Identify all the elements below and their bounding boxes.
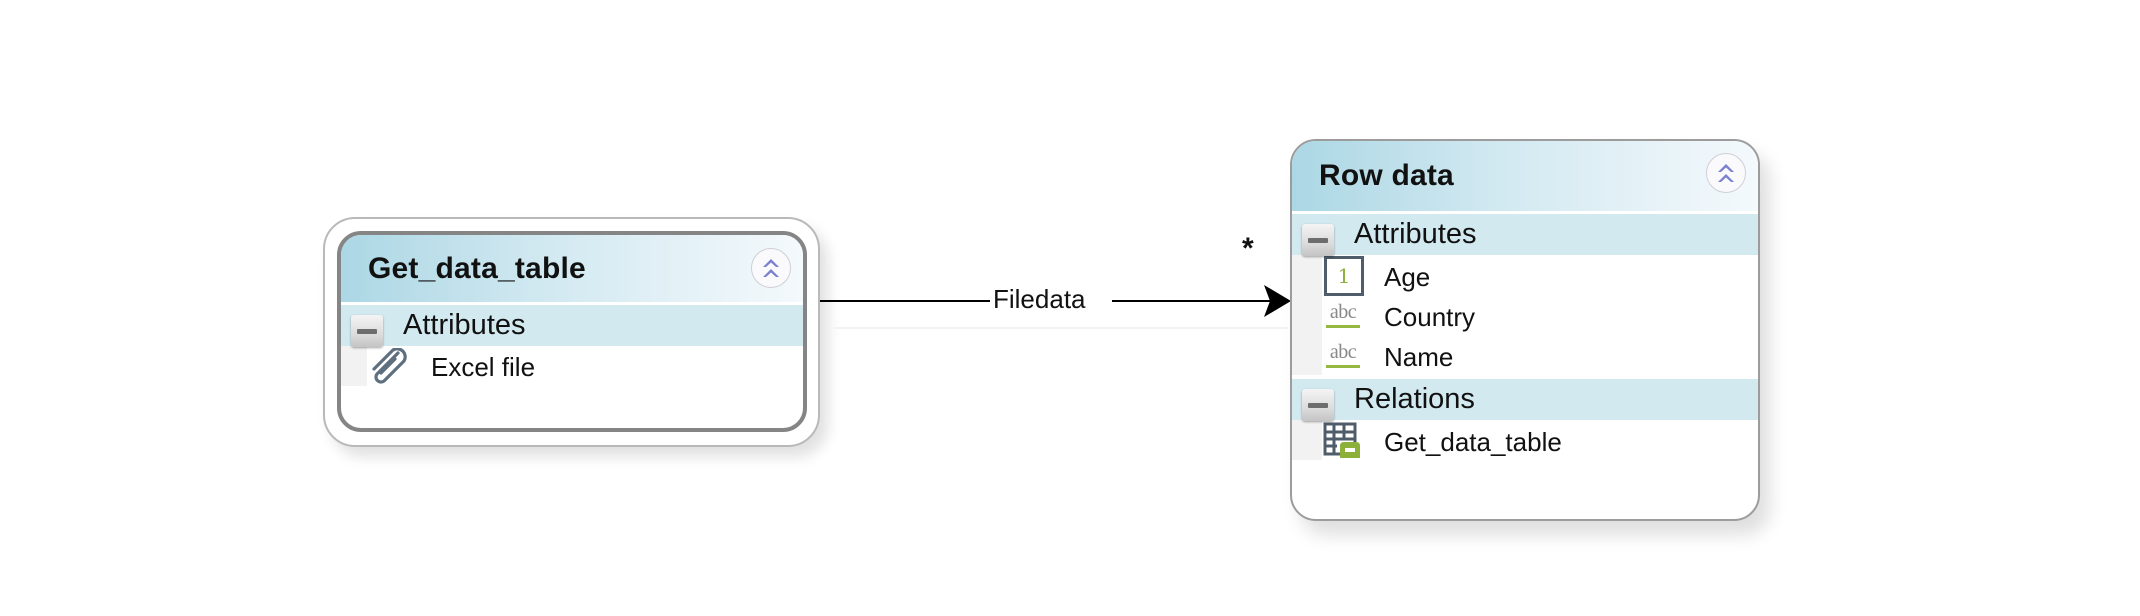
icon-gutter [1292, 295, 1322, 335]
connector-line-start[interactable] [820, 300, 990, 302]
relation-row[interactable]: Get_data_table [1292, 420, 1758, 460]
entity-row-data[interactable]: Row data Attributes 1 Age abc Country ab… [1290, 139, 1760, 521]
section-attributes: Attributes [1292, 214, 1758, 256]
collapse-button[interactable] [1706, 153, 1746, 193]
attribute-label: Age [1384, 262, 1431, 292]
icon-gutter [1292, 335, 1322, 375]
collapse-section-button[interactable] [351, 315, 383, 347]
double-chevron-up-icon [1718, 164, 1734, 182]
paperclip-icon [372, 348, 407, 384]
icon-gutter [1292, 255, 1322, 295]
double-chevron-up-icon [763, 259, 779, 277]
connector-shadow [834, 327, 1288, 329]
number-attribute-icon: 1 [1324, 256, 1364, 296]
collapse-section-button[interactable] [1302, 224, 1334, 256]
attribute-row[interactable]: abc Name [1292, 335, 1758, 375]
entity-header[interactable]: Get_data_table [341, 235, 803, 305]
string-attribute-icon: abc [1322, 301, 1364, 331]
relation-label: Get_data_table [1384, 427, 1562, 457]
connector-label[interactable]: Filedata [993, 284, 1086, 314]
entity-header[interactable]: Row data [1292, 141, 1758, 214]
attribute-label: Country [1384, 302, 1476, 332]
collapse-section-button[interactable] [1302, 389, 1334, 421]
attribute-label: Excel file [431, 352, 536, 382]
connector-line-end[interactable] [1112, 300, 1270, 302]
string-attribute-icon: abc [1322, 341, 1364, 371]
section-attributes: Attributes [341, 305, 803, 347]
attribute-row[interactable]: 1 Age [1292, 255, 1758, 296]
multiplicity-label: * [1242, 232, 1254, 265]
collapse-button[interactable] [751, 248, 791, 288]
entity-get-data-table[interactable]: Get_data_table Attributes Excel file [337, 231, 807, 432]
entity-title: Row data [1319, 159, 1454, 192]
icon-underline [1326, 325, 1360, 328]
section-label: Relations [1354, 383, 1475, 415]
icon-underline [1326, 365, 1360, 368]
entity-title: Get_data_table [368, 252, 586, 285]
icon-gutter [1292, 420, 1322, 460]
icon-text: abc [1329, 341, 1357, 363]
section-relations: Relations [1292, 379, 1758, 421]
attribute-row[interactable]: Excel file [341, 346, 803, 386]
arrowhead-icon [1264, 285, 1291, 317]
section-label: Attributes [403, 309, 526, 341]
attribute-row[interactable]: abc Country [1292, 295, 1758, 335]
icon-text: abc [1329, 301, 1357, 323]
entity-relation-icon [1323, 422, 1360, 458]
icon-gutter [341, 346, 367, 386]
section-label: Attributes [1354, 218, 1477, 250]
attribute-label: Name [1384, 342, 1454, 372]
